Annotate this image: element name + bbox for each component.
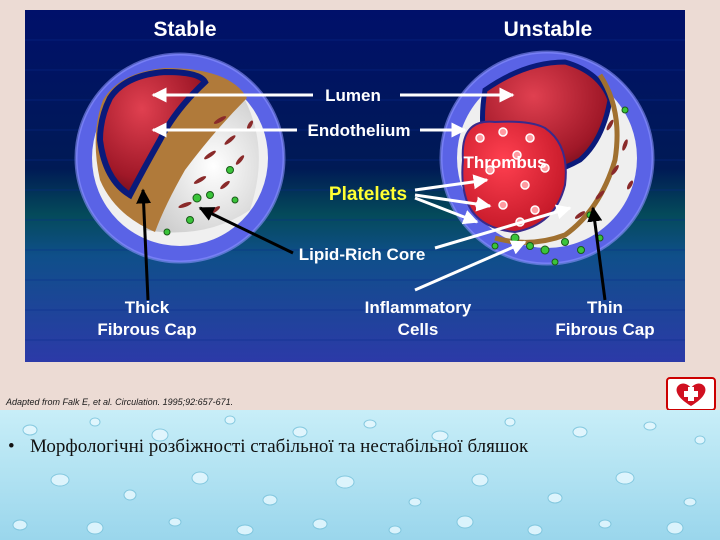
slide-caption: •Морфологічні розбіжності стабільної та … [8,436,528,458]
caption-text: Морфологічні розбіжності стабільної та н… [30,436,528,457]
label-thrombus: Thrombus [463,153,546,172]
label-platelets: Platelets [329,184,407,205]
label-thin-line1: Thin [587,298,623,317]
label-thin-line2: Fibrous Cap [555,320,654,339]
water-droplet-background [0,410,720,540]
citation-suffix: . 1995;92:657-671. [158,397,234,407]
citation-prefix: Adapted from Falk E, et al. [6,397,113,407]
heart-cross-logo-icon [666,377,716,411]
label-inflammatory-line1: Inflammatory [365,298,472,317]
bullet-marker: • [8,436,30,458]
plaque-diagram: Stable Unstable Lumen Endothelium Thromb… [25,10,685,362]
citation-journal: Circulation [115,397,158,407]
label-inflammatory-line2: Cells [398,320,439,339]
stable-plaque [76,54,284,262]
label-thick-line1: Thick [125,298,170,317]
label-thick-line2: Fibrous Cap [97,320,196,339]
label-lumen: Lumen [325,86,381,105]
heading-stable: Stable [153,18,216,41]
label-lipid-core: Lipid-Rich Core [299,245,426,264]
label-endothelium: Endothelium [308,121,411,140]
figure-citation: Adapted from Falk E, et al. Circulation.… [6,397,233,407]
heading-unstable: Unstable [504,18,593,41]
